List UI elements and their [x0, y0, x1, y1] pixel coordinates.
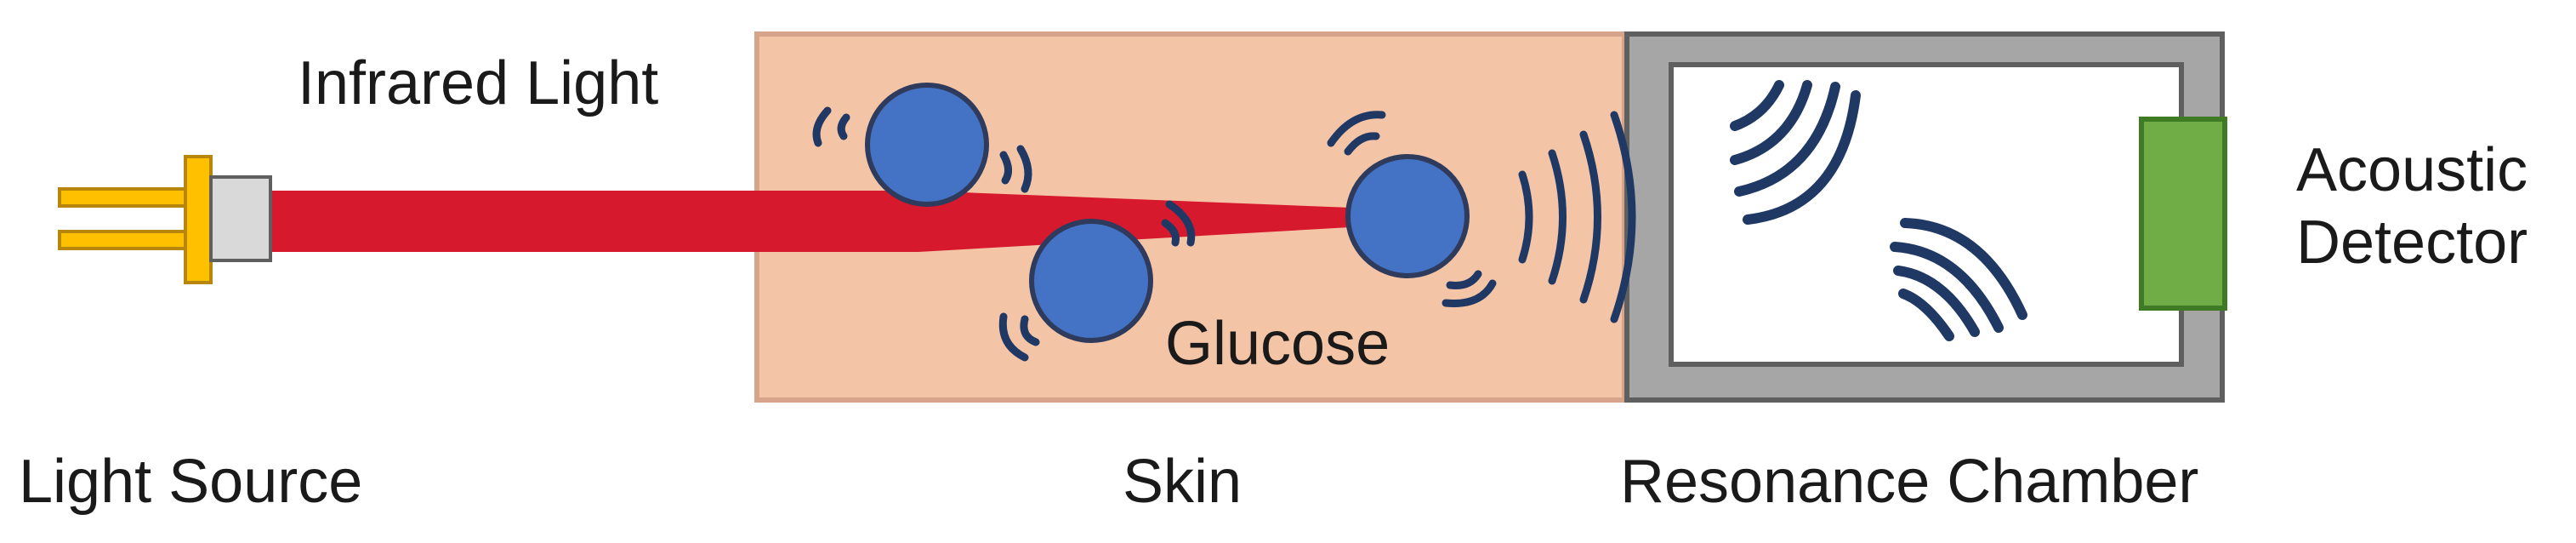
glucose-molecule-icon — [865, 83, 989, 207]
sound-wave-icon — [1442, 279, 1497, 308]
sound-wave-icon — [1730, 80, 1812, 165]
sound-wave-icon — [1327, 111, 1386, 147]
sound-wave-icon — [1900, 218, 2027, 320]
sound-wave-icon — [1020, 315, 1040, 346]
sound-wave-icon — [1743, 90, 1861, 225]
sound-wave-icon — [1344, 132, 1380, 156]
sound-wave-icon — [1610, 111, 1636, 323]
acoustic-detector-icon — [2139, 117, 2227, 311]
sound-wave-icon — [1898, 289, 1954, 341]
sound-wave-icon — [1579, 130, 1601, 304]
sound-wave-icon — [1893, 266, 1980, 337]
acoustic-detector-label-line2: Detector — [2296, 208, 2528, 277]
acoustic-detector-label-line1: Acoustic — [2296, 136, 2528, 204]
sound-wave-icon — [1730, 80, 1784, 131]
sound-wave-icon — [1734, 82, 1840, 197]
infrared-light-label: Infrared Light — [298, 49, 659, 117]
sound-wave-icon — [1518, 170, 1533, 264]
skin-label: Skin — [1123, 448, 1243, 516]
sound-wave-icon — [998, 312, 1029, 362]
resonance-chamber — [1624, 31, 2225, 403]
glucose-molecule-icon — [1029, 219, 1153, 343]
sound-wave-icon — [837, 113, 850, 140]
sound-wave-icon — [1446, 270, 1482, 289]
sound-wave-icon — [812, 106, 832, 147]
glucose-label: Glucose — [1165, 310, 1390, 378]
glucose-molecule-icon — [1345, 154, 1470, 278]
sound-wave-icon — [1161, 219, 1180, 247]
sound-wave-icon — [999, 151, 1012, 185]
resonance-chamber-label: Resonance Chamber — [1620, 448, 2199, 516]
light-source-label: Light Source — [19, 448, 363, 516]
sound-wave-icon — [1890, 242, 2004, 333]
sound-wave-icon — [1548, 149, 1567, 285]
sound-wave-icon — [1016, 145, 1032, 193]
acoustic-detector-label: Acoustic Detector — [2296, 134, 2528, 279]
sound-wave-icon — [1165, 200, 1196, 247]
laser-diode-icon — [58, 155, 272, 284]
